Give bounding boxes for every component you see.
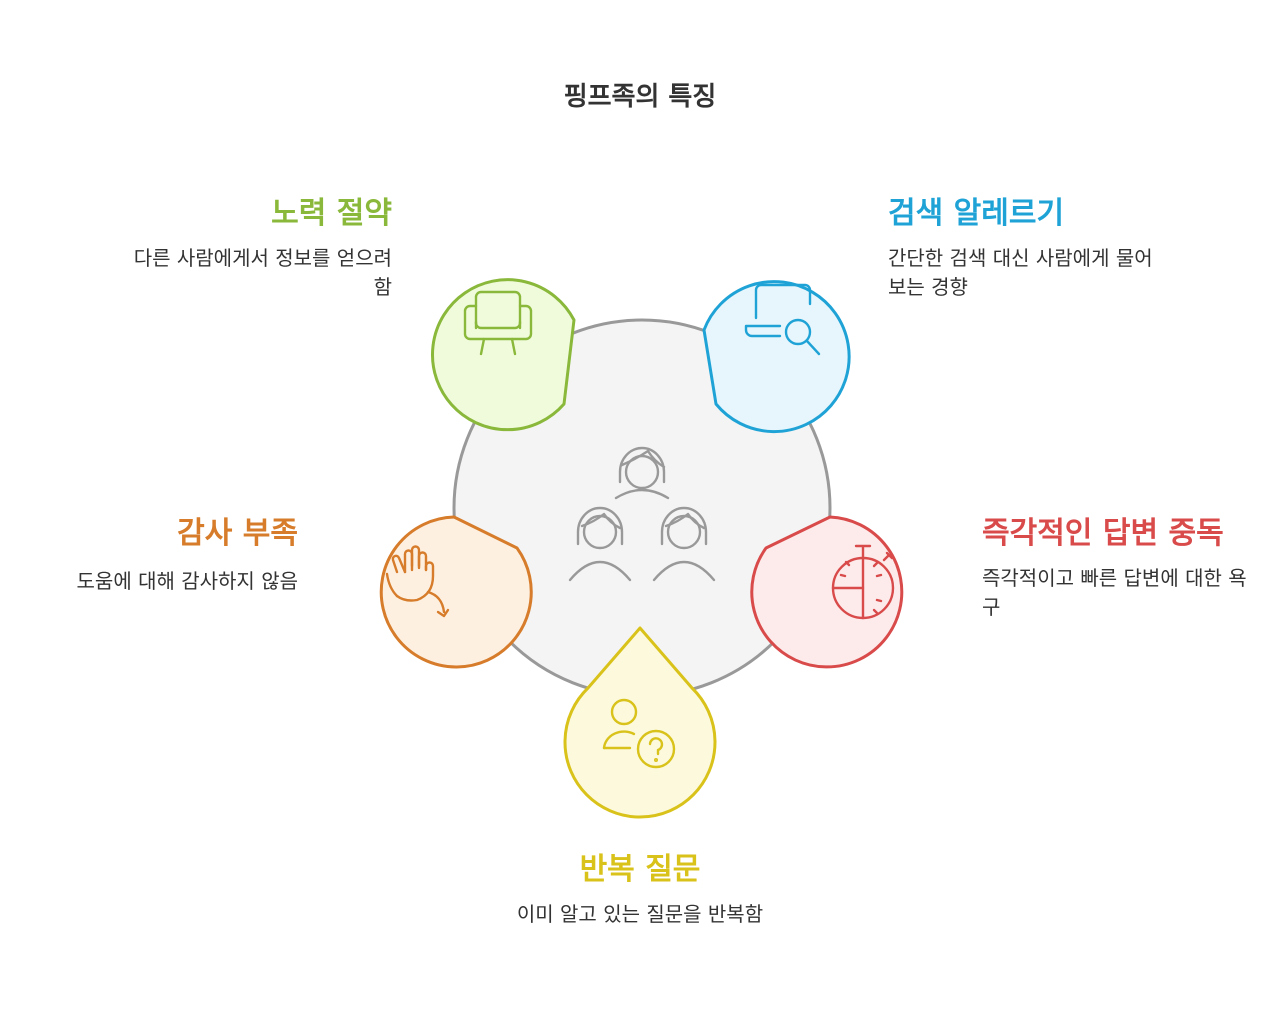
thanks-description: 도움에 대해 감사하지 않음 — [76, 569, 298, 593]
user-question-icon — [602, 698, 676, 769]
repeat-drop — [563, 626, 717, 819]
repeat-description: 이미 알고 있는 질문을 반복함 — [516, 902, 764, 926]
armchair-icon — [463, 290, 533, 356]
laptop-search-icon — [744, 283, 821, 356]
stopwatch-icon — [831, 544, 895, 620]
search-description: 간단한 검색 대신 사람에게 물어보는 경향 — [888, 246, 1153, 299]
instant-description: 즉각적이고 빠른 답변에 대한 욕구 — [982, 566, 1247, 619]
effort-description: 다른 사람에게서 정보를 얻으려 함 — [133, 246, 392, 299]
effort-heading: 노력 절약 — [271, 196, 392, 231]
instant-heading: 즉각적인 답변 중독 — [982, 516, 1224, 551]
search-drop — [702, 280, 851, 434]
repeat-heading: 반복 질문 — [579, 852, 701, 887]
thanks-heading: 감사 부족 — [177, 516, 298, 551]
page-title: 핑프족의 특징 — [563, 82, 717, 112]
people-group-icon — [568, 446, 716, 582]
instant-drop — [750, 515, 904, 669]
effort-drop — [431, 278, 576, 432]
hand-wave-icon — [385, 545, 450, 618]
search-heading: 검색 알레르기 — [888, 196, 1065, 231]
